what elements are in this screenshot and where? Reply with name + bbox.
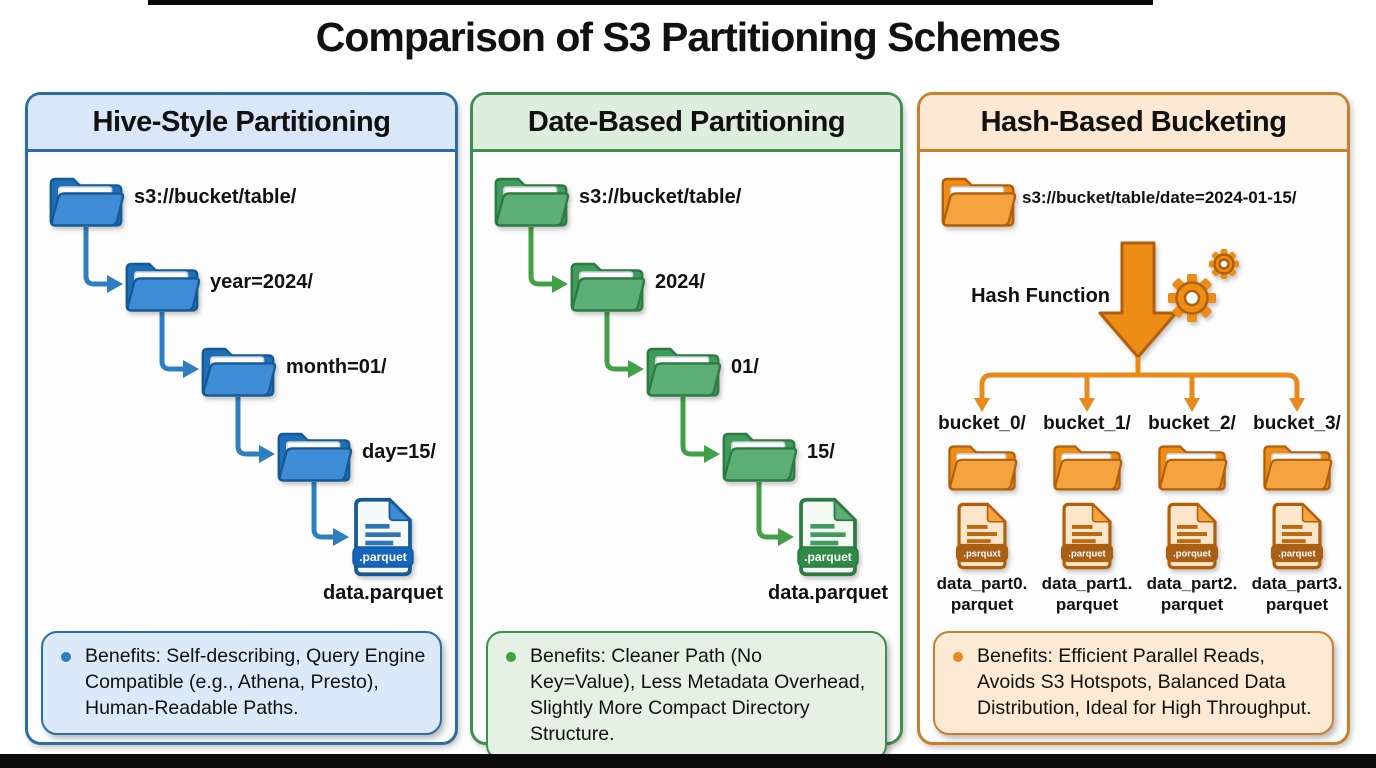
bucket-file-line1: data_part2. [1146,574,1238,593]
file-label: data.parquet [322,582,444,604]
parquet-file-icon: .parquet [797,497,859,577]
tree-node-label: s3://bucket/table/ [579,186,742,208]
parquet-badge: .parquet [804,550,852,564]
bucket-file-label: data_part1. parquet [1032,573,1142,615]
tree-node-label: year=2024/ [210,271,313,293]
parquet-badge: .porquet [1173,549,1212,560]
parquet-badge: .parquet [359,550,407,564]
bucket-label: bucket_2/ [1148,413,1236,434]
gear-small-icon [1209,249,1239,279]
bucket-file-line2: parquet [1160,595,1224,614]
page-title: Comparison of S3 Partitioning Schemes [315,14,1061,60]
bucket-file-line1: data_part1. [1041,574,1133,593]
parquet-file-icon: .porquet [1165,502,1219,570]
bucket-file-line2: parquet [1055,595,1119,614]
benefits-text: Benefits: Self-describing, Query Engine … [85,645,426,719]
bottom-edge-bar [0,754,1376,768]
folder-icon [570,262,646,312]
parquet-file-icon: .parquet [1060,502,1114,570]
folder-icon [277,432,353,482]
bucket-file-line2: parquet [1265,595,1329,614]
folder-icon [49,177,125,227]
file-label: data.parquet [767,582,889,604]
root-path-label: s3://bucket/table/date=2024-01-15/ [1022,188,1297,207]
folder-icon [494,177,570,227]
parquet-badge: .parquet [1068,549,1106,560]
bucket-label: bucket_0/ [938,413,1026,434]
benefits-box: Benefits: Efficient Parallel Reads, Avoi… [933,631,1334,735]
folder-icon [201,347,277,397]
bucket-file-label: data_part3. parquet [1242,573,1352,615]
parquet-file-icon: .parquet [1270,502,1324,570]
folder-icon [646,347,722,397]
tree-node-label: month=01/ [286,356,387,378]
folder-icon [125,262,201,312]
tree-node-label: 2024/ [655,271,706,293]
panel-hash-title: Hash-Based Bucketing [920,95,1347,152]
bucket-file-label: data_part2. parquet [1137,573,1247,615]
folder-icon [941,177,1017,227]
tree-node-label: 15/ [807,441,835,463]
panel-hive-title: Hive-Style Partitioning [28,95,455,152]
bullet-dot-icon [61,652,71,662]
folder-icon [1263,445,1333,491]
bucket-file-label: data_part0. parquet [927,573,1037,615]
parquet-file-icon: .psrquxt [955,502,1009,570]
panel-hive: Hive-Style Partitioning [25,92,458,745]
bullet-dot-icon [953,652,963,662]
bucket-file-line2: parquet [950,595,1014,614]
parquet-badge: .psrquxt [963,549,1001,560]
folder-icon [722,432,798,482]
benefits-box: Benefits: Cleaner Path (No Key=Value), L… [486,631,887,761]
folder-icon [948,445,1018,491]
parquet-file-icon: .parquet [352,497,414,577]
hash-function-label: Hash Function [971,285,1110,307]
benefits-text: Benefits: Cleaner Path (No Key=Value), L… [530,645,866,745]
bucket-file-line1: data_part0. [936,574,1028,593]
bucket-label: bucket_1/ [1043,413,1131,434]
bullet-dot-icon [506,652,516,662]
panel-date-title: Date-Based Partitioning [473,95,900,152]
top-edge-bar [148,0,1153,5]
benefits-box: Benefits: Self-describing, Query Engine … [41,631,442,735]
tree-node-label: day=15/ [362,441,436,463]
gear-icon [1168,274,1216,322]
benefits-text: Benefits: Efficient Parallel Reads, Avoi… [977,645,1312,719]
bucket-file-line1: data_part3. [1251,574,1343,593]
folder-icon [1158,445,1228,491]
parquet-badge: .parquet [1278,549,1316,560]
hash-arrow-and-gears [1098,241,1239,359]
panel-date: Date-Based Partitioning [470,92,903,761]
folder-icon [1053,445,1123,491]
bucket-label: bucket_3/ [1253,413,1341,434]
tree-node-label: 01/ [731,356,759,378]
down-arrow-icon [1098,241,1178,359]
tree-node-label: s3://bucket/table/ [134,186,297,208]
panel-hash: Hash-Based Bucketing s3://bucket/table/d… [917,92,1350,745]
